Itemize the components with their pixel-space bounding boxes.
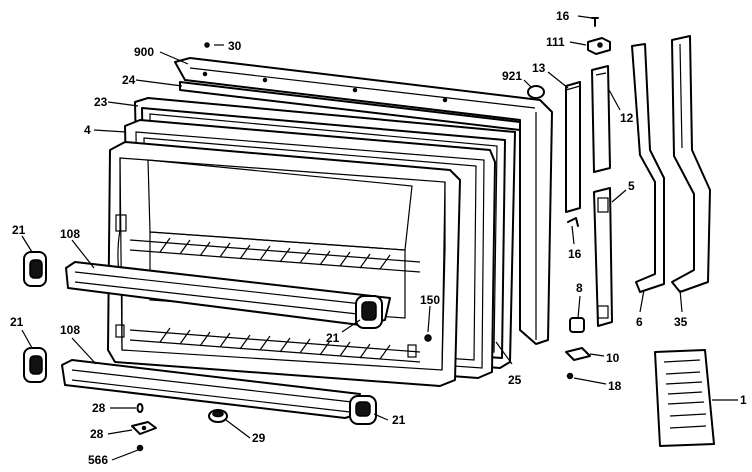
callout-21-left-lower: 21 [10, 315, 24, 329]
stop-8 [569, 317, 585, 333]
callout-30: 30 [228, 39, 242, 53]
callout-21-bottom: 21 [392, 413, 406, 427]
breaker-strip-24 [179, 81, 521, 131]
callout-10: 10 [606, 351, 620, 365]
handle-bracket-5 [593, 187, 613, 327]
back-panel-900 [174, 57, 553, 345]
screw-16-mid [567, 217, 579, 227]
callout-12: 12 [620, 111, 634, 125]
callout-4: 4 [84, 123, 91, 137]
callout-28-lower: 28 [90, 427, 104, 441]
shelf-bar-upper-108 [65, 261, 391, 326]
plug-921 [527, 85, 545, 99]
lower-shelf-ribs [129, 327, 421, 363]
callout-111: 111 [546, 35, 565, 49]
callout-150: 150 [420, 293, 440, 307]
screw-566 [136, 444, 144, 452]
callout-35: 35 [674, 315, 688, 329]
foot-29 [208, 409, 228, 423]
callout-21-mid: 21 [326, 331, 340, 345]
callout-108-upper: 108 [60, 227, 80, 241]
callout-24: 24 [122, 73, 136, 87]
end-cap-21-mid [355, 295, 383, 329]
clip-111 [587, 37, 611, 55]
callout-18: 18 [608, 379, 622, 393]
callout-21-left-upper: 21 [12, 223, 26, 237]
end-cap-21-bottom [349, 395, 377, 425]
rod-13 [565, 81, 581, 213]
callout-16-mid: 16 [568, 247, 582, 261]
callout-566: 566 [88, 453, 108, 467]
screw-18 [566, 372, 574, 380]
door-liner [107, 141, 461, 387]
callout-5: 5 [628, 179, 635, 193]
washer-28 [136, 403, 144, 413]
screw-16-top [591, 17, 599, 27]
plate-10 [565, 347, 591, 361]
screw-150 [424, 334, 432, 342]
callout-921: 921 [502, 69, 522, 83]
callout-23: 23 [94, 95, 108, 109]
plate-28 [131, 421, 157, 435]
end-cap-21-left-lower [23, 347, 47, 383]
leader-lines [21, 15, 738, 461]
callout-6: 6 [636, 315, 643, 329]
upper-shelf-ribs [129, 237, 421, 273]
handle-35 [671, 35, 711, 293]
callout-29: 29 [252, 431, 266, 445]
callout-28-upper: 28 [92, 401, 106, 415]
callout-900: 900 [134, 45, 154, 59]
handle-6 [631, 43, 665, 293]
callout-25: 25 [508, 373, 522, 387]
bracket-12 [591, 65, 611, 173]
callout-1: 1 [740, 393, 747, 407]
callout-16-top: 16 [556, 9, 570, 23]
end-cap-21-left-upper [23, 251, 47, 287]
callout-labels: 900 30 24 23 4 921 13 16 111 12 5 16 8 6… [10, 9, 747, 467]
callout-13: 13 [532, 61, 546, 75]
screw-30 [204, 42, 210, 48]
callout-8: 8 [576, 281, 583, 295]
instruction-card-1 [654, 349, 715, 447]
callout-108-lower: 108 [60, 323, 80, 337]
